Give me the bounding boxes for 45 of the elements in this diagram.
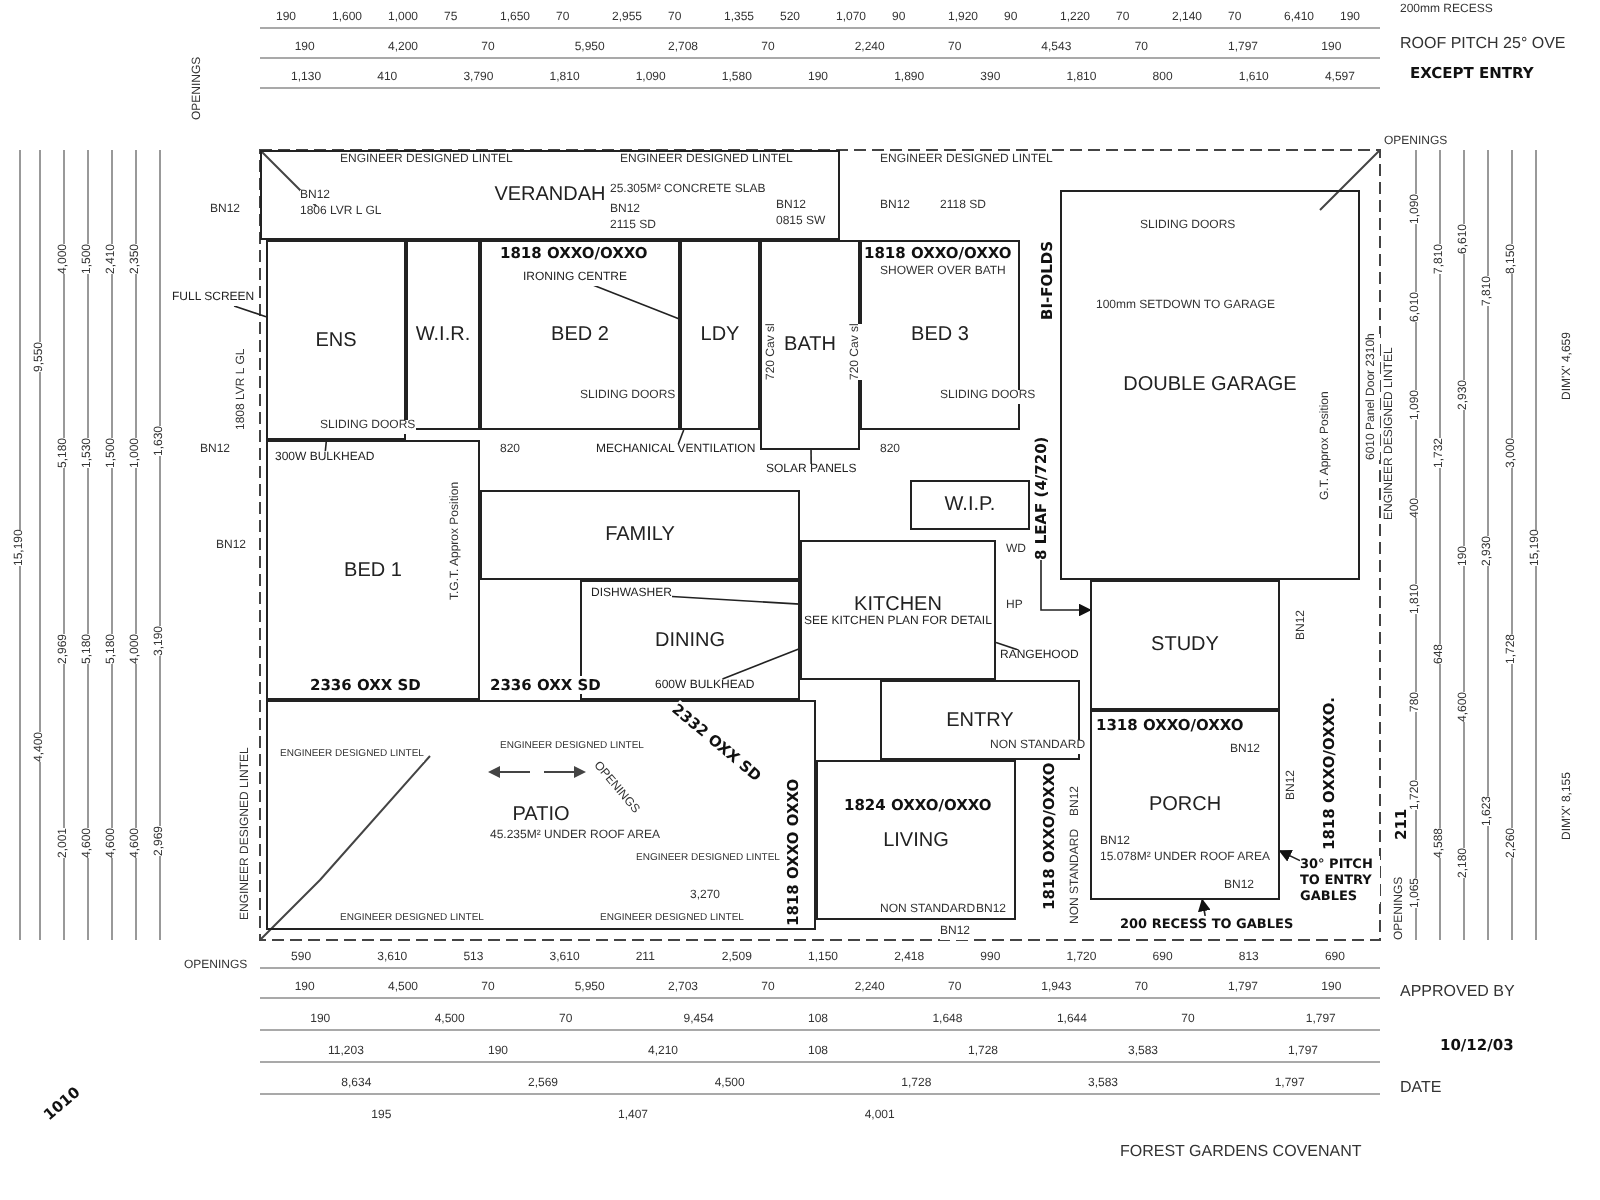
leader-line — [592, 284, 681, 321]
plan-note: FOREST GARDENS COVENANT — [1120, 1144, 1362, 1158]
room-name: ENS — [315, 329, 357, 351]
room-outline — [1060, 190, 1360, 580]
leader-line — [677, 429, 685, 445]
plan-note: APPROVED BY — [1400, 984, 1515, 998]
room-outline — [580, 580, 800, 700]
room-outline — [910, 480, 1030, 530]
room-outline — [680, 240, 760, 430]
room-name: BED 3 — [911, 324, 969, 346]
arrow — [1040, 559, 1092, 617]
room-outline — [266, 700, 816, 930]
room-name: VERANDAH — [494, 184, 606, 206]
room-name: LIVING — [883, 829, 949, 851]
room-name: DOUBLE GARAGE — [1123, 374, 1297, 396]
room-outline — [1090, 710, 1280, 900]
room-outline — [816, 760, 1016, 920]
room-outline — [800, 540, 996, 680]
leader-line — [810, 449, 812, 465]
room-name: BED 1 — [344, 559, 402, 581]
room-name: ENTRY — [946, 709, 1014, 731]
leader-line — [324, 439, 328, 452]
arrow — [1198, 898, 1211, 917]
room-name: FAMILY — [605, 524, 675, 546]
leader-line — [671, 595, 801, 605]
room-outline — [480, 490, 800, 580]
leader-line — [233, 305, 267, 318]
room-outline — [260, 150, 840, 240]
plan-note: ROOF PITCH 25° OVE — [1400, 36, 1566, 50]
room-name: BED 2 — [551, 324, 609, 346]
leader-line — [995, 641, 1020, 651]
room-outline — [760, 240, 860, 450]
room-outline — [1090, 580, 1280, 710]
arrow — [1278, 850, 1301, 862]
room-name: W.I.R. — [415, 324, 471, 346]
room-name: DINING — [655, 629, 725, 651]
room-name: KITCHEN — [854, 593, 942, 615]
leader-line — [721, 647, 801, 680]
room-name: LDY — [700, 324, 740, 346]
room-name: PATIO — [512, 804, 570, 826]
room-name: W.I.P. — [944, 494, 996, 516]
room-name: PORCH — [1148, 794, 1222, 816]
room-name: BATH — [784, 334, 836, 356]
plan-note: DATE — [1400, 1080, 1442, 1094]
room-name: STUDY — [1151, 634, 1219, 656]
